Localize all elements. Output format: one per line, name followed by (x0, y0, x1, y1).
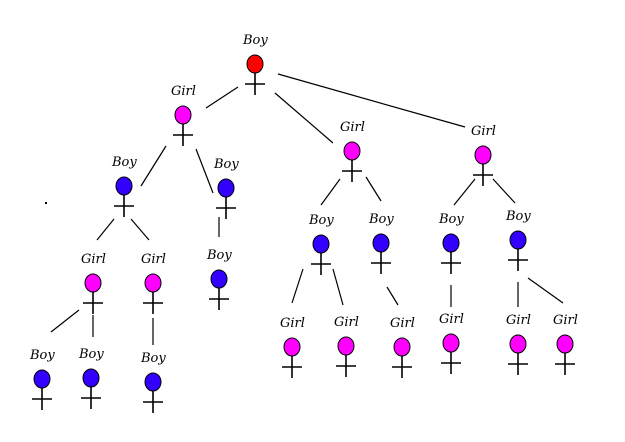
node-label: Boy (438, 212, 464, 227)
node-label: Boy (78, 347, 104, 362)
edge-n15 (332, 268, 344, 306)
edge-n12 (320, 178, 341, 206)
edge-n6 (96, 218, 115, 241)
node-label: Girl (171, 84, 196, 99)
person-circle-icon (556, 334, 574, 354)
node-label: Girl (340, 120, 365, 135)
edge-n18 (492, 178, 516, 204)
node-label: Boy (111, 155, 137, 170)
node-n8-boy: Boy (206, 248, 232, 310)
edge-n7 (130, 218, 150, 241)
node-n12-boy: Boy (308, 213, 334, 275)
node-n18-boy: Boy (505, 209, 531, 271)
node-label: Girl (141, 252, 166, 267)
node-label: Girl (471, 124, 496, 139)
person-circle-icon (283, 337, 301, 357)
person-circle-icon (174, 105, 192, 125)
person-circle-icon (33, 369, 51, 389)
edge-n9 (50, 309, 80, 333)
edge-n3 (277, 73, 466, 128)
person-circle-icon (442, 233, 460, 253)
person-circle-icon (442, 333, 460, 353)
person-circle-icon (115, 176, 133, 196)
node-n6-girl: Girl (81, 252, 106, 314)
node-n0-root: Boy (242, 33, 268, 95)
edge-n21 (527, 277, 564, 304)
person-circle-icon (393, 337, 411, 357)
person-circle-icon (312, 234, 330, 254)
node-n20-girl: Girl (506, 313, 531, 375)
node-n7-girl: Girl (141, 252, 166, 314)
edge-n4 (140, 145, 167, 187)
node-n15-girl: Girl (334, 315, 359, 377)
person-circle-icon (84, 273, 102, 293)
person-circle-icon (343, 141, 361, 161)
node-label: Boy (29, 348, 55, 363)
person-circle-icon (372, 233, 390, 253)
node-label: Boy (140, 351, 166, 366)
person-circle-icon (144, 273, 162, 293)
node-n21-girl: Girl (553, 313, 578, 375)
edge-n17 (453, 178, 476, 206)
person-circle-icon (246, 54, 264, 74)
person-circle-icon (82, 368, 100, 388)
node-n2-girl: Girl (340, 120, 365, 182)
node-label: Girl (553, 313, 578, 328)
node-n1-girl: Girl (171, 84, 196, 146)
node-n16-girl: Girl (390, 316, 415, 378)
person-circle-icon (210, 269, 228, 289)
node-label: Girl (334, 315, 359, 330)
node-label: Girl (280, 316, 305, 331)
node-n14-girl: Girl (280, 316, 305, 378)
node-label: Boy (213, 157, 239, 172)
node-n19-girl: Girl (439, 312, 464, 374)
node-label: Boy (242, 33, 268, 48)
edges (50, 73, 564, 345)
edge-n1 (205, 86, 239, 109)
person-circle-icon (474, 145, 492, 165)
person-circle-icon (144, 372, 162, 392)
node-label: Girl (390, 316, 415, 331)
node-label: Boy (308, 213, 334, 228)
person-circle-icon (509, 334, 527, 354)
edge-n14 (291, 268, 304, 304)
edge-n16 (386, 286, 399, 306)
stray-dot (45, 202, 47, 204)
edge-n13 (365, 176, 382, 202)
edge-n5 (195, 148, 214, 194)
node-label: Girl (81, 252, 106, 267)
edge-n2 (274, 92, 334, 144)
node-n5-boy: Boy (213, 157, 239, 219)
node-label: Girl (506, 313, 531, 328)
node-label: Boy (368, 212, 394, 227)
node-n11-boy: Boy (140, 351, 166, 413)
node-label: Boy (505, 209, 531, 224)
node-label: Boy (206, 248, 232, 263)
person-circle-icon (337, 336, 355, 356)
person-circle-icon (217, 178, 235, 198)
person-circle-icon (509, 230, 527, 250)
node-n17-boy: Boy (438, 212, 464, 274)
node-n13-boy: Boy (368, 212, 394, 274)
node-n4-boy: Boy (111, 155, 137, 217)
node-n3-girl: Girl (471, 124, 496, 186)
node-label: Girl (439, 312, 464, 327)
node-n10-boy: Boy (78, 347, 104, 409)
node-n9-boy: Boy (29, 348, 55, 410)
